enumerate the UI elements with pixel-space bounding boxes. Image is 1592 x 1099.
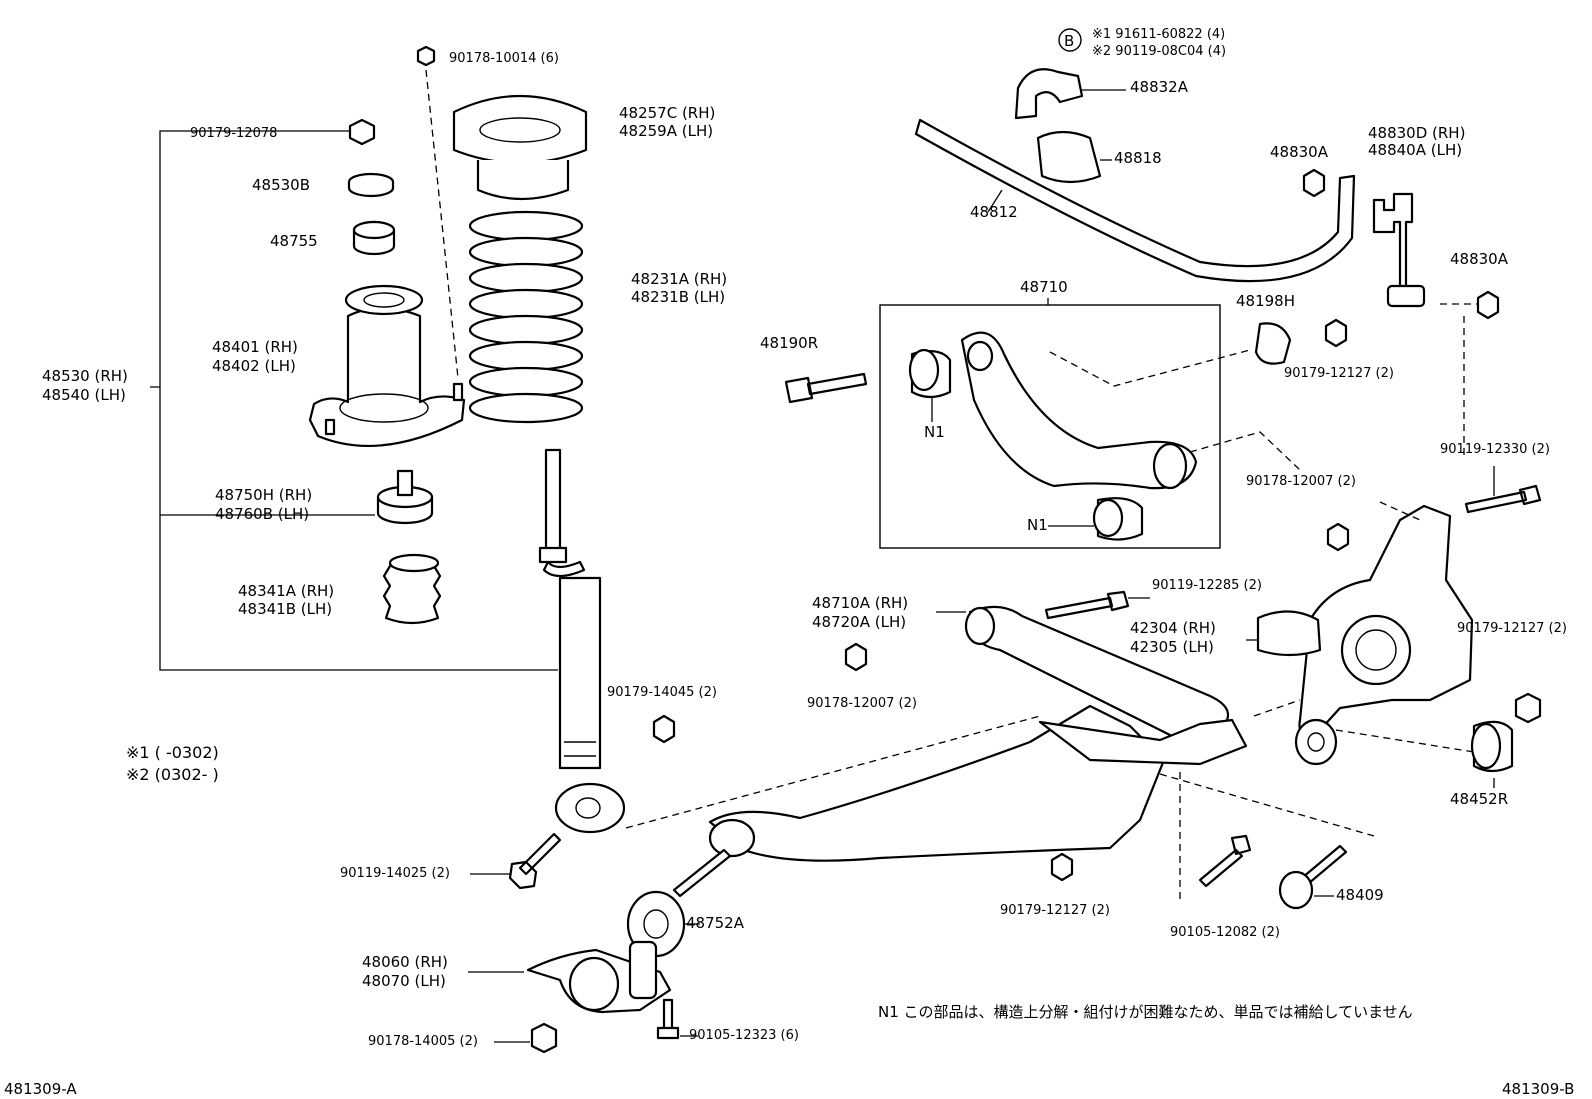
label-larm-lh: 48720A (LH) — [812, 613, 906, 631]
label-brk-48832a: 48832A — [1130, 78, 1189, 96]
bolt-90105-12082 — [1198, 834, 1252, 888]
lower-arm-assembly — [625, 590, 1375, 910]
spring-insulator-48257c — [452, 94, 588, 165]
label-code-left: 481309-A — [4, 1080, 77, 1098]
label-bolt-48409: 48409 — [1336, 886, 1384, 904]
part-labels: 90179-12078 48530B 48755 48401 (RH)48402 (L… — [4, 27, 1574, 1098]
upper-arm-assembly — [784, 298, 1348, 549]
label-spring-rh: 48231A (RH) — [631, 270, 727, 288]
nut-90179-12127-a — [1324, 318, 1348, 348]
shock-absorber — [538, 448, 626, 834]
label-note1: ※1 ( -0302) — [126, 743, 219, 762]
label-nut-12127-c: 90179-12127 (2) — [1000, 903, 1110, 918]
bolt-90119-12285 — [1044, 590, 1130, 620]
stabilizer-bar-48812 — [914, 118, 1356, 283]
label-bolt-12330: 90119-12330 (2) — [1440, 442, 1550, 457]
label-nut-48830a-a: 48830A — [1270, 143, 1329, 161]
bump-stop-48341a — [382, 564, 442, 625]
nut-90178-10014 — [416, 45, 436, 67]
label-b-circle-l2: ※2 90119-08C04 (4) — [1092, 44, 1226, 59]
label-br-lh: 48070 (LH) — [362, 972, 446, 990]
nut-90179-12127-c — [1050, 852, 1074, 882]
label-note-n1: N1 この部品は、構造上分解・組付けが困難なため、単品では補給していません — [878, 1003, 1413, 1021]
bracket-48832a — [1014, 68, 1084, 120]
nut-48830a-lower — [1476, 290, 1500, 320]
coil-spring-48231a — [468, 210, 584, 424]
label-bush-48198h: 48198H — [1236, 292, 1295, 310]
label-mount-lh: 48402 (LH) — [212, 357, 296, 375]
label-bump-lh: 48341B (LH) — [238, 600, 332, 618]
nut-90178-14005 — [530, 1022, 558, 1054]
mount-stud — [452, 382, 464, 402]
label-n1-lower: N1 — [1027, 516, 1048, 534]
label-nut-12007-b: 90178-12007 (2) — [807, 696, 917, 711]
label-ins-rh: 48257C (RH) — [619, 104, 715, 122]
label-link-rh: 48830D (RH) — [1368, 124, 1465, 142]
label-bush-48755: 48755 — [270, 232, 318, 250]
label-link-lh: 48840A (LH) — [1368, 141, 1462, 159]
callout-b: B — [1064, 32, 1074, 50]
nut-90179-12127-b — [1514, 692, 1542, 724]
bolt-90119-14025 — [508, 832, 562, 890]
strut-group-bracket — [150, 130, 558, 671]
label-nut-48830a-b: 48830A — [1450, 250, 1509, 268]
label-nut-14005: 90178-14005 (2) — [368, 1034, 478, 1049]
label-bump-rh: 48341A (RH) — [238, 582, 334, 600]
knuckle-assembly — [1246, 466, 1542, 788]
label-br-rh: 48060 (RH) — [362, 953, 448, 971]
label-strut-lh: 48540 (LH) — [42, 386, 126, 404]
trailing-arm — [708, 704, 1166, 862]
callout-b-circle — [1058, 28, 1082, 52]
label-larm-rh: 48710A (RH) — [812, 594, 908, 612]
nut-90178-12007-a — [1326, 522, 1350, 552]
label-nut-12127-b: 90179-12127 (2) — [1457, 621, 1567, 636]
bolt-90105-12323 — [656, 998, 680, 1040]
label-b-circle-l1: ※1 91611-60822 (4) — [1092, 27, 1225, 42]
bushing-48198h — [1254, 322, 1292, 365]
bushing-48818 — [1036, 130, 1102, 184]
label-nut-12007-a: 90178-12007 (2) — [1246, 474, 1356, 489]
label-nut-12127-a: 90179-12127 (2) — [1284, 366, 1394, 381]
label-strut-rh: 48530 (RH) — [42, 367, 128, 385]
label-knuckle-rh: 42304 (RH) — [1130, 619, 1216, 637]
label-spring-lh: 48231B (LH) — [631, 288, 725, 306]
stabilizer-assembly: B — [914, 28, 1500, 460]
label-n1-upper: N1 — [924, 423, 945, 441]
label-bolt-12082: 90105-12082 (2) — [1170, 925, 1280, 940]
label-bolt-14025: 90119-14025 (2) — [340, 866, 450, 881]
upper-arm-box — [879, 304, 1221, 549]
strut-assembly — [150, 45, 700, 1054]
label-bush-48452r: 48452R — [1450, 790, 1508, 808]
bolt-90119-12330 — [1464, 484, 1542, 514]
label-knuckle-lh: 42305 (LH) — [1130, 638, 1214, 656]
label-seat-lh: 48760B (LH) — [215, 505, 309, 523]
label-ins-lh: 48259A (LH) — [619, 122, 713, 140]
nut-90178-12007-b — [844, 642, 868, 672]
upper-arm-48710 — [960, 331, 1198, 490]
label-code-right: 481309-B — [1502, 1080, 1574, 1098]
label-bush-48752a: 48752A — [686, 914, 745, 932]
label-bar-48812: 48812 — [970, 203, 1018, 221]
label-bush-48818: 48818 — [1114, 149, 1162, 167]
label-bolt-48190r: 48190R — [760, 334, 818, 352]
stabilizer-link-48830d — [1372, 192, 1414, 290]
arm-stud — [672, 848, 732, 898]
label-bolt-12323: 90105-12323 (6) — [689, 1028, 799, 1043]
label-cap-48530b: 48530B — [252, 176, 310, 194]
bolt-48190r — [784, 372, 868, 404]
label-note2: ※2 (0302- ) — [126, 765, 219, 784]
nut-90179-14045 — [652, 714, 676, 744]
label-seat-rh: 48750H (RH) — [215, 486, 312, 504]
label-bolt-48530-grp-top: 90179-12078 — [190, 126, 277, 141]
nut-90179-12078 — [348, 118, 376, 146]
nut-48830a-upper — [1302, 168, 1326, 198]
label-nut-top: 90178-10014 (6) — [449, 51, 559, 66]
label-mount-rh: 48401 (RH) — [212, 338, 298, 356]
label-nut-14045: 90179-14045 (2) — [607, 685, 717, 700]
label-arm-48710: 48710 — [1020, 278, 1068, 296]
label-bolt-12285: 90119-12285 (2) — [1152, 578, 1262, 593]
